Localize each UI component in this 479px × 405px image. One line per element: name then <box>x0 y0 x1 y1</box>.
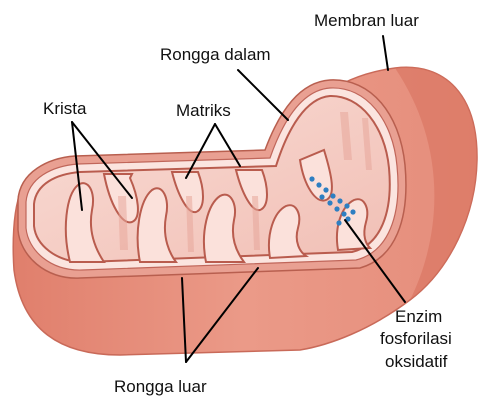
leader-outer-membrane <box>383 36 388 70</box>
label-matrix: Matriks <box>176 101 231 120</box>
label-cristae: Krista <box>43 99 87 118</box>
label-outer-space: Rongga luar <box>114 377 207 396</box>
leader-inner-space <box>238 70 288 120</box>
label-outer-membrane: Membran luar <box>314 11 419 30</box>
label-enzyme-line3: oksidatif <box>385 352 448 371</box>
label-enzyme-line1: Enzim <box>395 307 442 326</box>
label-enzyme-line2: fosforilasi <box>380 329 452 348</box>
label-inner-space: Rongga dalam <box>160 45 271 64</box>
